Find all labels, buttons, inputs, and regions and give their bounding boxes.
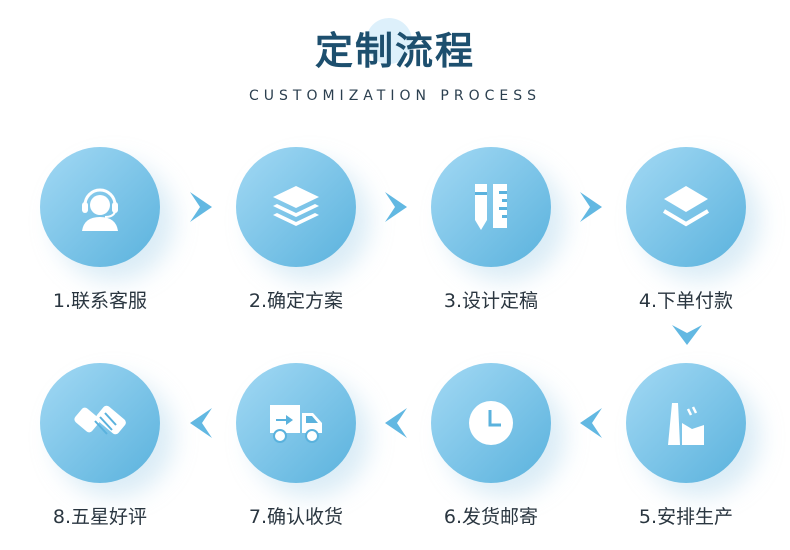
arrow-right-icon <box>383 192 409 222</box>
arrow-left-icon <box>383 408 409 438</box>
step-7-circle <box>236 363 356 483</box>
step-7-label: 7.确认收货 <box>248 506 344 528</box>
arrow-left-icon <box>188 408 214 438</box>
arrow-right-icon <box>188 192 214 222</box>
step-3-label: 3.设计定稿 <box>443 290 539 312</box>
customer-service-headset-icon <box>77 183 123 231</box>
arrow-down-icon <box>672 323 702 345</box>
step-8-label: 8.五星好评 <box>52 506 148 528</box>
step-1-circle <box>40 147 160 267</box>
title-decoration-circle <box>366 18 412 64</box>
factory-icon <box>664 399 708 447</box>
arrow-right-icon <box>578 192 604 222</box>
pencil-ruler-icon <box>471 182 511 232</box>
step-4-circle <box>626 147 746 267</box>
step-6-circle <box>431 363 551 483</box>
clock-icon <box>467 399 515 447</box>
step-4-label: 4.下单付款 <box>638 290 734 312</box>
page-subtitle: CUSTOMIZATION PROCESS <box>249 88 541 104</box>
step-1-label: 1.联系客服 <box>52 290 148 312</box>
layers-outline-icon <box>661 184 711 230</box>
handshake-icon <box>73 401 127 445</box>
step-5-label: 5.安排生产 <box>638 506 734 528</box>
layers-icon <box>271 184 321 230</box>
delivery-truck-icon <box>268 401 324 445</box>
step-8-circle <box>40 363 160 483</box>
step-2-label: 2.确定方案 <box>248 290 344 312</box>
step-5-circle <box>626 363 746 483</box>
arrow-left-icon <box>578 408 604 438</box>
step-3-circle <box>431 147 551 267</box>
step-6-label: 6.发货邮寄 <box>443 506 539 528</box>
step-2-circle <box>236 147 356 267</box>
page-title: 定制流程 <box>314 29 475 73</box>
